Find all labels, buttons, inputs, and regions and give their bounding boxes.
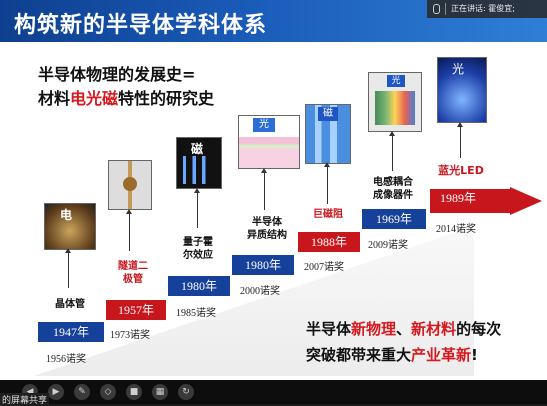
- headline-line1: 半导体物理的发展史=: [38, 65, 196, 84]
- milestone-prize: 1956诺奖: [46, 354, 86, 365]
- tunnel-diode-image: [108, 160, 152, 210]
- headline: 半导体物理的发展史= 材料电光磁特性的研究史: [38, 63, 214, 111]
- pointer-line: [126, 209, 132, 251]
- milestone-year: 1947年: [38, 322, 104, 342]
- pointer-line: [65, 248, 71, 288]
- loop-icon[interactable]: ↻: [178, 384, 194, 400]
- headline-highlight: 电光磁: [70, 89, 119, 108]
- screen-share-label: 的屏幕共享: [0, 393, 50, 406]
- pointer-line: [457, 122, 463, 158]
- milestone-prize: 1985诺奖: [176, 308, 216, 319]
- milestone-label: 隧道二 极管: [118, 261, 148, 285]
- milestone-prize: 1973诺奖: [110, 330, 150, 341]
- headline-text: 材料: [38, 89, 71, 108]
- milestone-prize: 2009诺奖: [368, 240, 408, 251]
- milestone-year: 1969年: [362, 209, 426, 229]
- milestone-year: 1957年: [106, 300, 166, 320]
- image-glyph: 光: [452, 62, 465, 76]
- video-icon[interactable]: ■: [126, 384, 142, 400]
- milestone-year: 1980年: [168, 276, 230, 296]
- conclusion-highlight: 新物理: [351, 320, 397, 338]
- blue-led-image: 光: [437, 57, 487, 123]
- transistor-image: 电: [44, 203, 96, 250]
- milestone-year: 1989年: [440, 191, 477, 205]
- pointer-line: [194, 188, 200, 228]
- pointer-line: [389, 131, 395, 171]
- speaker-status-bar: 正在讲话: 霍俊宜;: [427, 0, 547, 18]
- heterostructure-image: 光: [238, 115, 300, 169]
- milestone-prize: 2007诺奖: [304, 262, 344, 273]
- milestone-label: 量子霍 尔效应: [183, 237, 213, 261]
- gmr-image: 磁: [305, 104, 351, 164]
- diode-bead: [123, 177, 137, 191]
- conclusion-line1: 半导体新物理、新材料的每次: [306, 316, 501, 342]
- conclusion-highlight: 新材料: [411, 320, 457, 338]
- milestone-year: 1980年: [232, 255, 294, 275]
- ccd-image: 光: [368, 72, 422, 132]
- image-glyph: 磁: [318, 107, 338, 121]
- headline-text: 特性的研究史: [118, 89, 215, 108]
- conclusion-text-part: 的每次: [456, 320, 502, 338]
- speaker-status-text: 正在讲话: 霍俊宜;: [451, 4, 515, 13]
- milestone-prize: 2014诺奖: [436, 224, 476, 235]
- image-glyph: 磁: [191, 142, 204, 156]
- milestone-prize: 2000诺奖: [240, 286, 280, 297]
- pointer-line: [324, 162, 330, 204]
- eraser-icon[interactable]: ◇: [100, 384, 116, 400]
- conclusion-line2: 突破都带来重大产业革新!: [306, 342, 501, 368]
- milestone-label: 蓝光LED: [438, 164, 484, 177]
- pen-icon[interactable]: ✎: [74, 384, 90, 400]
- conclusion-highlight: 产业革新: [411, 346, 472, 364]
- quantum-hall-image: 磁: [176, 137, 222, 189]
- milestone-year: 1988年: [298, 232, 360, 252]
- forward-icon[interactable]: ▶: [48, 384, 64, 400]
- conclusion-text-part: 突破都带来重大: [306, 346, 412, 364]
- image-glyph: 光: [387, 75, 405, 87]
- ccd-chip: [375, 91, 415, 125]
- milestone-label: 巨磁阻: [313, 209, 343, 220]
- pointer-line: [261, 168, 267, 210]
- milestone-label: 晶体管: [55, 299, 85, 310]
- slide-title: 构筑新的半导体学科体系: [14, 13, 268, 38]
- conclusion-text: 半导体新物理、新材料的每次 突破都带来重大产业革新!: [306, 316, 501, 368]
- conclusion-text-part: 半导体: [306, 320, 352, 338]
- slide: 构筑新的半导体学科体系 正在讲话: 霍俊宜; 半导体物理的发展史= 材料电光磁特…: [0, 0, 547, 380]
- conclusion-text-part: 、: [396, 320, 412, 338]
- conclusion-text-part: !: [471, 346, 478, 364]
- headline-line2: 材料电光磁特性的研究史: [38, 87, 214, 111]
- microphone-icon: [433, 4, 440, 14]
- image-detail: [183, 156, 215, 184]
- timeline-end-arrow: [430, 187, 542, 215]
- presentation-toolbar: ◀ ▶ ✎ ◇ ■ ▦ ↻: [0, 380, 547, 404]
- grid-icon[interactable]: ▦: [152, 384, 168, 400]
- milestone-label: 半导体 异质结构: [247, 217, 287, 241]
- image-glyph: 电: [60, 208, 73, 222]
- divider: [445, 3, 446, 15]
- milestone-label: 电感耦合 成像器件: [373, 177, 413, 201]
- image-glyph: 光: [253, 118, 275, 132]
